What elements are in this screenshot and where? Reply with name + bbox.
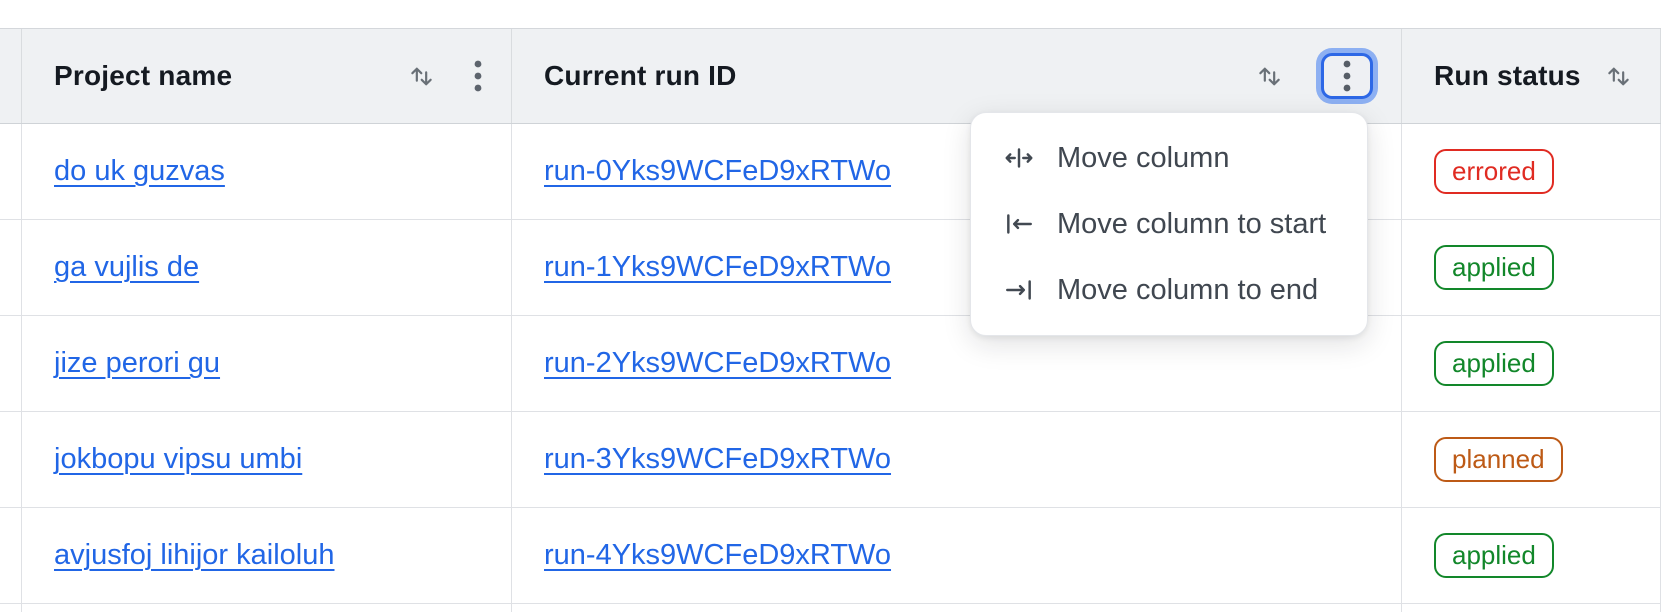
kebab-icon: [1343, 60, 1351, 92]
menu-item[interactable]: Move column to start: [971, 191, 1367, 257]
menu-item-label: Move column to end: [1057, 273, 1319, 306]
projects-table: Project name Curre: [0, 28, 1661, 612]
run-id-link[interactable]: run-2Yks9WCFeD9xRTWo: [544, 347, 892, 379]
column-label-project-name: Project name: [54, 60, 233, 91]
table-header-row: Project name Curre: [0, 28, 1661, 124]
run-id-link[interactable]: run-1Yks9WCFeD9xRTWo: [544, 251, 892, 283]
run-status-badge: applied: [1434, 532, 1554, 579]
row-gutter-cell: [0, 220, 22, 315]
table-body: do uk guzvas run-0Yks9WCFeD9xRTWo errore…: [0, 124, 1661, 604]
run-status-badge: planned: [1434, 436, 1563, 483]
run-id-link[interactable]: run-0Yks9WCFeD9xRTWo: [544, 155, 892, 187]
column-label-run-status: Run status: [1434, 60, 1581, 91]
run-id-link[interactable]: run-4Yks9WCFeD9xRTWo: [544, 539, 892, 571]
column-label-current-run-id: Current run ID: [544, 60, 737, 91]
header-gutter-cell: [0, 29, 22, 123]
project-link[interactable]: ga vujlis de: [54, 251, 200, 283]
table-row: do uk guzvas run-0Yks9WCFeD9xRTWo errore…: [0, 124, 1661, 220]
move-column-icon: [1003, 142, 1035, 174]
row-gutter-cell: [0, 316, 22, 411]
column-menu-dropdown: Move column Move column to start: [970, 112, 1368, 336]
sort-icon[interactable]: [408, 63, 435, 90]
column-menu-button-active[interactable]: [1321, 53, 1373, 99]
menu-item-label: Move column: [1057, 141, 1230, 174]
table-row: jize perori gu run-2Yks9WCFeD9xRTWo appl…: [0, 316, 1661, 412]
project-link[interactable]: jokbopu vipsu umbi: [54, 443, 303, 475]
table-row: ga vujlis de run-1Yks9WCFeD9xRTWo applie…: [0, 220, 1661, 316]
column-menu-icon[interactable]: [473, 58, 483, 94]
row-gutter-cell: [0, 124, 22, 219]
move-column-to-end-icon: [1003, 274, 1035, 306]
row-gutter-cell: [0, 508, 22, 603]
run-id-link[interactable]: run-3Yks9WCFeD9xRTWo: [544, 443, 892, 475]
run-status-badge: errored: [1434, 148, 1554, 195]
run-status-badge: applied: [1434, 340, 1554, 387]
move-column-to-start-icon: [1003, 208, 1035, 240]
run-status-badge: applied: [1434, 244, 1554, 291]
menu-item[interactable]: Move column: [971, 125, 1367, 191]
table-row: avjusfoj lihijor kailoluh run-4Yks9WCFeD…: [0, 508, 1661, 604]
table-row-partial: [0, 604, 1661, 612]
sort-icon[interactable]: [1256, 63, 1283, 90]
sort-icon[interactable]: [1605, 63, 1632, 90]
column-header-current-run-id: Current run ID: [512, 29, 1402, 123]
menu-item-label: Move column to start: [1057, 207, 1327, 240]
column-header-run-status: Run status: [1402, 29, 1661, 123]
menu-item[interactable]: Move column to end: [971, 257, 1367, 323]
project-link[interactable]: jize perori gu: [54, 347, 221, 379]
project-link[interactable]: do uk guzvas: [54, 155, 225, 187]
table-row: jokbopu vipsu umbi run-3Yks9WCFeD9xRTWo …: [0, 412, 1661, 508]
project-link[interactable]: avjusfoj lihijor kailoluh: [54, 539, 335, 571]
column-header-project-name: Project name: [22, 29, 512, 123]
row-gutter-cell: [0, 412, 22, 507]
